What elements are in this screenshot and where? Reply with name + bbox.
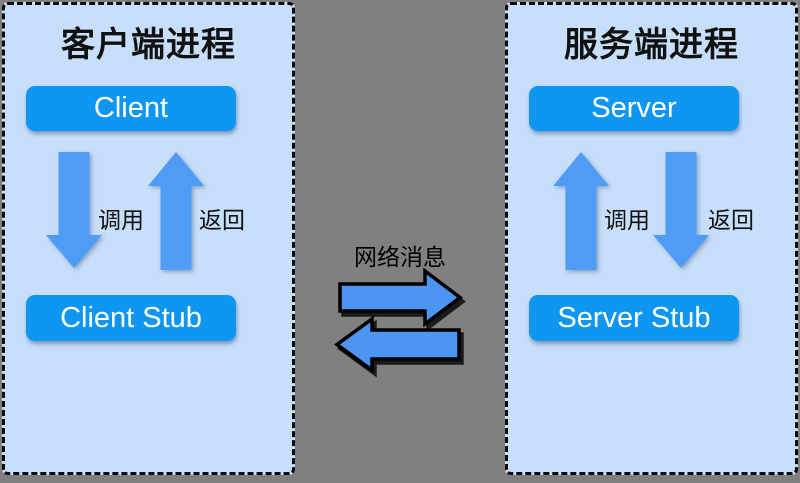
client-return-label: 返回 bbox=[199, 207, 245, 233]
client-box: Client bbox=[26, 86, 236, 131]
client-process-panel: 客户端进程 Client 调用 返回 Client Stub bbox=[2, 2, 295, 475]
client-stub-box: Client Stub bbox=[26, 295, 236, 341]
call-arrow-up-icon bbox=[553, 152, 609, 270]
call-arrow-down-icon bbox=[46, 152, 102, 268]
client-panel-title: 客户端进程 bbox=[61, 26, 236, 64]
network-arrow-left-icon bbox=[334, 315, 461, 374]
server-stub-box: Server Stub bbox=[529, 295, 739, 341]
return-arrow-up-icon bbox=[148, 152, 204, 270]
network-arrow-right-icon bbox=[338, 267, 463, 328]
server-box: Server bbox=[529, 86, 739, 131]
server-call-label: 调用 bbox=[604, 207, 650, 233]
return-arrow-down-icon bbox=[653, 152, 709, 268]
server-panel-title: 服务端进程 bbox=[564, 26, 739, 64]
network-message-label: 网络消息 bbox=[354, 244, 446, 270]
client-call-label: 调用 bbox=[98, 207, 144, 233]
network-message-arrows-icon bbox=[334, 267, 463, 374]
server-return-label: 返回 bbox=[708, 207, 754, 233]
server-process-panel: 服务端进程 Server 调用 返回 Server Stub bbox=[505, 2, 798, 475]
